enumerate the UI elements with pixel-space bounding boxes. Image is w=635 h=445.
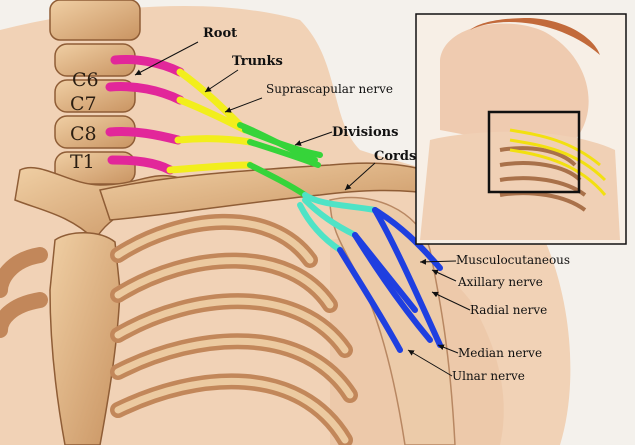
inset-baby-illustration <box>416 14 626 244</box>
label-trunks: Trunks <box>232 54 283 69</box>
label-cords: Cords <box>374 149 416 164</box>
vertebra-label-c6: C6 <box>72 69 99 91</box>
label-radial-nerve: Radial nerve <box>470 303 547 317</box>
vertebra-label-t1: T1 <box>70 151 95 173</box>
label-divisions: Divisions <box>332 125 398 140</box>
vertebra-label-c8: C8 <box>70 123 97 145</box>
label-suprascapular-nerve: Suprascapular nerve <box>266 82 393 96</box>
label-median-nerve: Median nerve <box>458 346 542 360</box>
label-root: Root <box>203 26 237 41</box>
label-musculocutaneous: Musculocutaneous <box>456 253 570 267</box>
vertebra-label-c7: C7 <box>70 93 97 115</box>
label-ulnar-nerve: Ulnar nerve <box>452 369 525 383</box>
label-axillary-nerve: Axillary nerve <box>457 275 543 289</box>
